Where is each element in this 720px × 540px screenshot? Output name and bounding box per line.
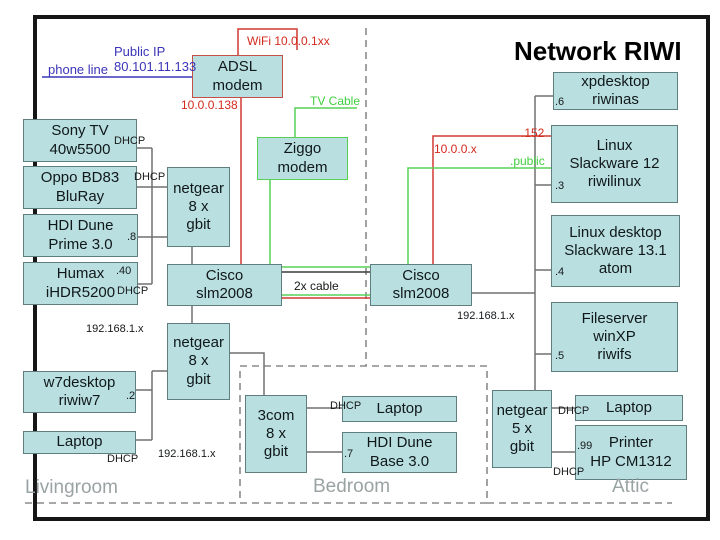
port-label-humax: .40	[116, 265, 132, 277]
node-ziggo-modem: Ziggo modem	[257, 137, 348, 180]
phone-line-label: phone line	[48, 62, 108, 77]
room-label-bedroom: Bedroom	[313, 476, 391, 497]
node-laptop-bedroom: Laptop	[342, 396, 457, 422]
lan-label-living-bottom: 192.168.1.x	[158, 448, 216, 460]
node-cisco-right: Cisco slm2008	[370, 264, 472, 306]
wifi-label: WiFi 10.0.0.1xx	[247, 34, 330, 48]
node-3com-switch: 3com 8 x gbit	[245, 395, 307, 473]
node-hdi-dune-prime: HDI Dune Prime 3.0	[23, 214, 138, 257]
dhcp-label-printer: DHCP	[553, 466, 585, 478]
node-hdi-dune-base: HDI Dune Base 3.0	[342, 432, 457, 473]
node-w7desktop: w7desktop riwiw7	[23, 371, 136, 413]
adsl-lan-ip-label: 10.0.0.138	[181, 98, 238, 112]
green-cable-lines	[269, 107, 551, 296]
node-netgear-8gbit-bottom: netgear 8 x gbit	[167, 323, 230, 400]
ethernet-lines	[136, 95, 575, 453]
node-laptop-attic: Laptop	[575, 395, 683, 421]
node-adsl-modem: ADSL modem	[192, 55, 283, 98]
room-boundaries	[25, 28, 672, 504]
public-ip-label: Public IP	[114, 44, 166, 59]
port-label-xpdesktop: .6	[555, 96, 565, 108]
port-label-hdi-prime: .8	[127, 231, 137, 243]
node-netgear-8gbit-top: netgear 8 x gbit	[167, 167, 230, 247]
dhcp-label-sony: DHCP	[114, 135, 146, 147]
dhcp-label-laptop-attic: DHCP	[558, 405, 590, 417]
red-wan-lines	[237, 28, 551, 299]
lan-label-right: 192.168.1.x	[457, 310, 515, 322]
port-label-w7desktop: .2	[126, 390, 136, 402]
public-ip-value: 80.101.11.133	[114, 59, 197, 74]
node-humax: Humax iHDR5200	[23, 262, 138, 305]
node-xpdesktop: xpdesktop riwinas	[553, 72, 678, 110]
diagram-title: Network RIWI	[514, 36, 682, 66]
modem-net-label: 10.0.0.x	[434, 142, 477, 156]
cable-2x-label: 2x cable	[294, 279, 339, 293]
port-label-printer: .99	[577, 440, 593, 452]
node-laptop-livingroom: Laptop	[23, 431, 136, 454]
port-label-atom: .4	[555, 266, 565, 278]
node-fileserver: Fileserver winXP riwifs	[551, 302, 678, 372]
room-label-livingroom: Livingroom	[25, 477, 118, 498]
ip-152-label: .152	[521, 126, 545, 140]
ip-public-label: .public	[510, 154, 545, 168]
node-oppo-bluray: Oppo BD83 BluRay	[23, 166, 137, 209]
node-linux-slackware12: Linux Slackware 12 riwilinux	[551, 125, 678, 203]
dhcp-label-laptop-bedroom: DHCP	[330, 400, 362, 412]
dhcp-label-humax: DHCP	[117, 285, 149, 297]
port-label-riwifs: .5	[555, 350, 565, 362]
node-sony-tv: Sony TV 40w5500	[23, 119, 137, 162]
node-netgear-5gbit: netgear 5 x gbit	[492, 390, 552, 468]
room-label-attic: Attic	[612, 476, 649, 497]
node-linux-desktop-atom: Linux desktop Slackware 13.1 atom	[551, 215, 680, 287]
port-label-hdi-base: .7	[344, 448, 354, 460]
node-printer: Printer HP CM1312	[575, 425, 687, 480]
node-cisco-left: Cisco slm2008	[167, 264, 282, 306]
port-label-riwilinux: .3	[555, 180, 565, 192]
tv-cable-label: TV Cable	[310, 94, 361, 108]
dhcp-label-oppo: DHCP	[134, 171, 166, 183]
dhcp-label-laptop-living: DHCP	[107, 453, 139, 465]
lan-label-living-top: 192.168.1.x	[86, 323, 144, 335]
